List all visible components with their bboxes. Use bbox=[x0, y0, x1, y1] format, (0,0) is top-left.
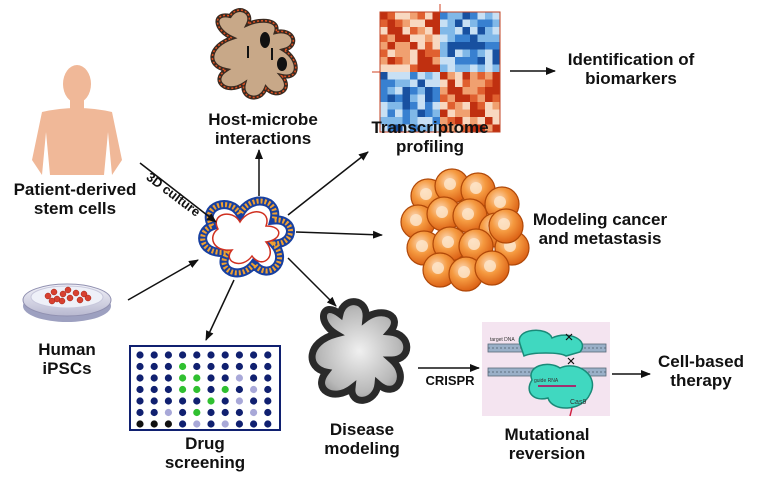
therapy-label-line-1: Cell-based bbox=[658, 352, 744, 371]
host-microbe-label-line-1: Host-microbe bbox=[208, 110, 318, 129]
cancer-label-line-2: and metastasis bbox=[538, 229, 662, 249]
drug-label: Drug screening bbox=[150, 434, 260, 472]
arrow-to-disease bbox=[287, 257, 337, 307]
disease-label: Disease modeling bbox=[312, 420, 412, 458]
biomarkers-label-line-2: biomarkers bbox=[585, 69, 677, 89]
therapy-label-line-2: therapy bbox=[670, 371, 732, 391]
heatmap-icon bbox=[372, 4, 501, 133]
tumor-cluster-icon bbox=[400, 168, 530, 292]
diseased-organoid-icon bbox=[308, 298, 411, 404]
organoid-icon bbox=[198, 196, 295, 278]
patient-label: Patient-derived stem cells bbox=[2, 180, 148, 218]
transcriptome-label-line-1: Transcriptome bbox=[371, 118, 489, 137]
drug-label-line-1: Drug bbox=[185, 434, 225, 453]
guide-rna-label: guide RNA bbox=[534, 378, 559, 384]
mutational-label-line-1: Mutational bbox=[504, 425, 590, 444]
host-microbe-label: Host-microbe interactions bbox=[188, 110, 338, 148]
patient-label-line-2: stem cells bbox=[33, 199, 117, 219]
well-plate-icon bbox=[129, 345, 281, 431]
disease-label-line-1: Disease bbox=[329, 420, 395, 439]
arrow-ipsc-to-organoid bbox=[127, 259, 199, 301]
biomarkers-label: Identification of biomarkers bbox=[556, 50, 706, 88]
disease-label-line-2: modeling bbox=[324, 439, 400, 459]
ipsc-label: Human iPSCs bbox=[22, 340, 112, 378]
cancer-label-line-1: Modeling cancer bbox=[532, 210, 668, 229]
crispr-label: CRISPR bbox=[425, 373, 475, 388]
cancer-label: Modeling cancer and metastasis bbox=[520, 210, 680, 248]
drug-label-line-2: screening bbox=[164, 453, 246, 473]
arrows bbox=[127, 67, 651, 378]
mutational-label-line-2: reversion bbox=[508, 444, 586, 464]
target-dna-label: target DNA bbox=[490, 337, 515, 343]
patient-label-line-1: Patient-derived bbox=[13, 180, 137, 199]
ipsc-label-line-1: Human bbox=[38, 340, 96, 359]
cas9-label: Cas9 bbox=[570, 399, 586, 406]
microbe-organoid-icon bbox=[210, 8, 298, 100]
human-silhouette-icon bbox=[32, 65, 122, 175]
transcriptome-label-line-2: profiling bbox=[396, 137, 464, 157]
biomarkers-label-line-1: Identification of bbox=[567, 50, 695, 69]
arrow-to-transcriptome bbox=[287, 151, 369, 216]
arrow-patient-to-organoid bbox=[139, 162, 217, 223]
mutational-label: Mutational reversion bbox=[482, 425, 612, 463]
petri-dish-icon bbox=[22, 283, 112, 322]
cas9-complex-icon: target DNA guide RNA Cas9 bbox=[482, 322, 610, 417]
transcriptome-label: Transcriptome profiling bbox=[362, 118, 498, 156]
arrow-to-drug bbox=[205, 279, 235, 341]
therapy-label: Cell-based therapy bbox=[648, 352, 754, 390]
ipsc-label-line-2: iPSCs bbox=[42, 359, 92, 379]
arrow-to-cancer bbox=[295, 230, 383, 239]
host-microbe-label-line-2: interactions bbox=[214, 129, 312, 149]
